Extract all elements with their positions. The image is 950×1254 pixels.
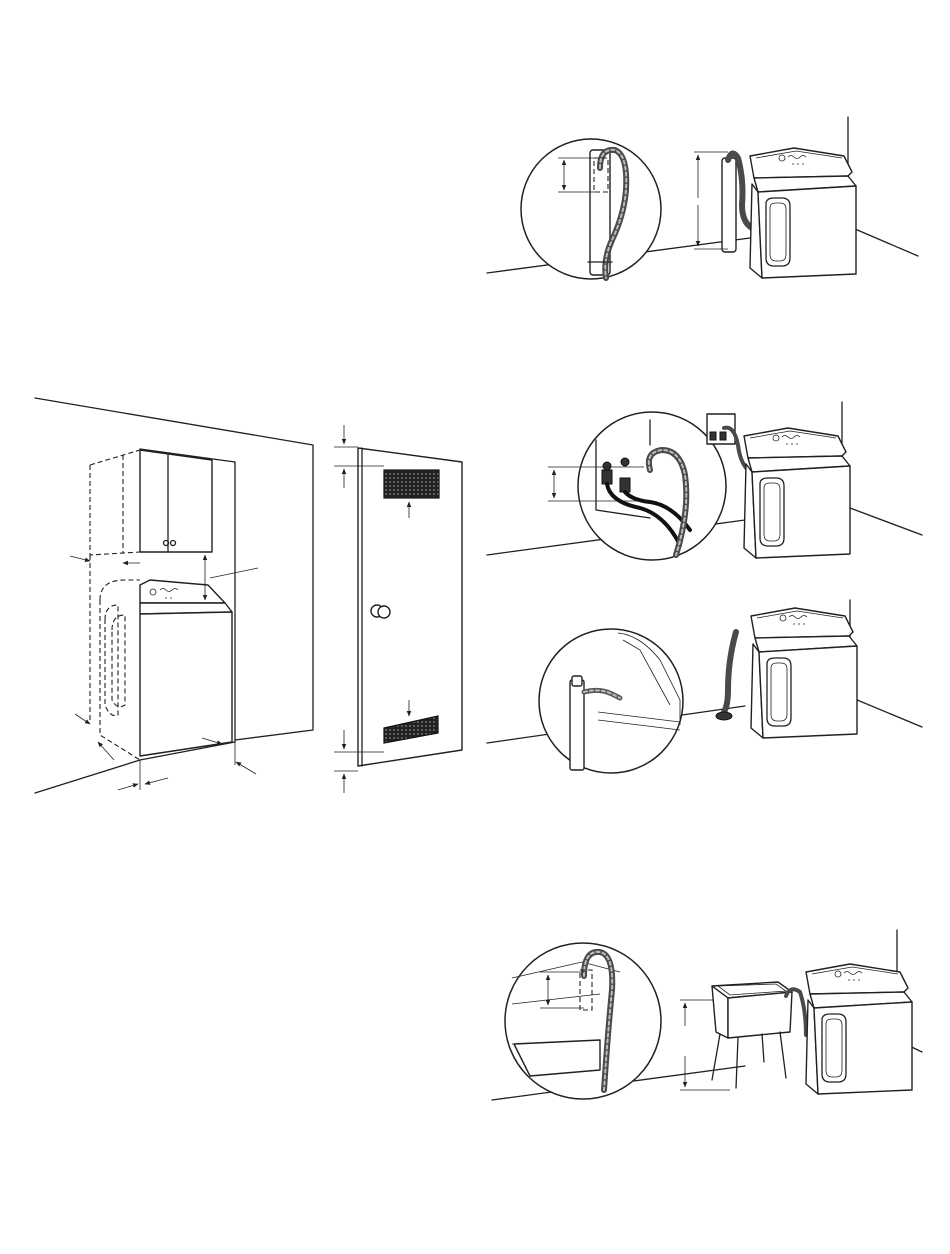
washer-icon (750, 148, 856, 278)
laundry-tub-figure (492, 930, 922, 1100)
wall-box-figure (487, 402, 922, 560)
recessed-closet-figure (35, 398, 313, 793)
floor-drain-figure (487, 600, 922, 773)
standpipe-figure (487, 117, 918, 279)
wall-box-detail-circle (578, 412, 726, 560)
washer-icon (751, 608, 857, 738)
washer-icon (806, 964, 912, 1094)
closet-door-figure (334, 425, 462, 793)
floor-drain-detail-circle (539, 629, 683, 773)
washer-icon (744, 428, 850, 558)
